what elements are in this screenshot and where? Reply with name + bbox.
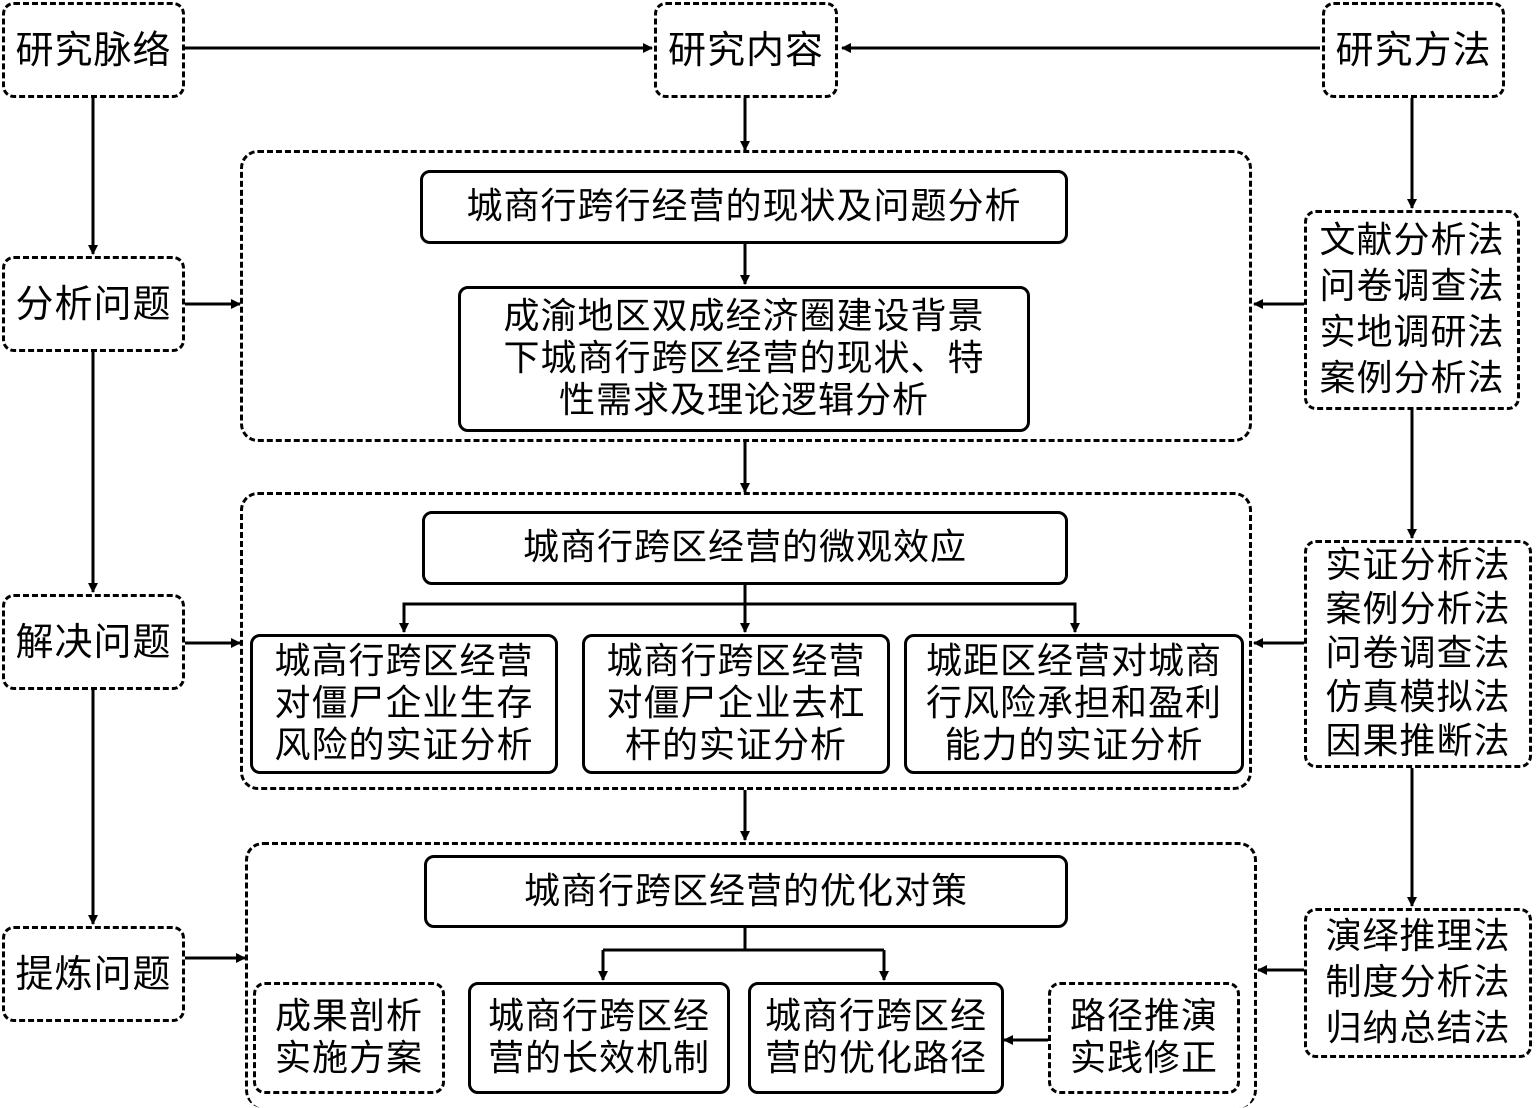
section-1-group <box>240 150 1252 442</box>
methods-box-2: 实证分析法 案例分析法 问卷调查法 仿真模拟法 因果推断法 <box>1304 540 1532 768</box>
section-2-item-2: 城商行跨区经营 对僵尸企业去杠 杆的实证分析 <box>582 634 890 774</box>
methods-box-3: 演绎推理法 制度分析法 归纳总结法 <box>1304 908 1532 1058</box>
research-context-box: 研究脉络 <box>2 2 185 98</box>
analyze-problem-box: 分析问题 <box>2 256 185 352</box>
section-2-group <box>240 492 1252 790</box>
research-method-box: 研究方法 <box>1322 2 1505 98</box>
section-2-title: 城商行跨区经营的微观效应 <box>422 511 1068 585</box>
outcome-plan-box: 成果剖析 实施方案 <box>253 982 445 1094</box>
section-3-group <box>245 842 1257 1108</box>
research-content-box: 研究内容 <box>654 2 838 98</box>
section-1-title: 城商行跨行经营的现状及问题分析 <box>420 170 1068 244</box>
section-2-item-3: 城距区经营对城商 行风险承担和盈利 能力的实证分析 <box>904 634 1244 774</box>
section-1-detail: 成渝地区双成经济圈建设背景 下城商行跨区经营的现状、特 性需求及理论逻辑分析 <box>458 286 1030 432</box>
long-term-mechanism-box: 城商行跨区经 营的长效机制 <box>468 982 730 1094</box>
section-2-item-1: 城高行跨区经营 对僵尸企业生存 风险的实证分析 <box>250 634 558 774</box>
solve-problem-box: 解决问题 <box>2 594 185 690</box>
refine-problem-box: 提炼问题 <box>2 926 185 1022</box>
optimization-path-box: 城商行跨区经 营的优化路径 <box>748 982 1004 1094</box>
section-3-title: 城商行跨区经营的优化对策 <box>424 855 1068 928</box>
practice-correction-box: 路径推演 实践修正 <box>1048 982 1240 1094</box>
methods-box-1: 文献分析法 问卷调查法 实地调研法 案例分析法 <box>1304 210 1520 410</box>
